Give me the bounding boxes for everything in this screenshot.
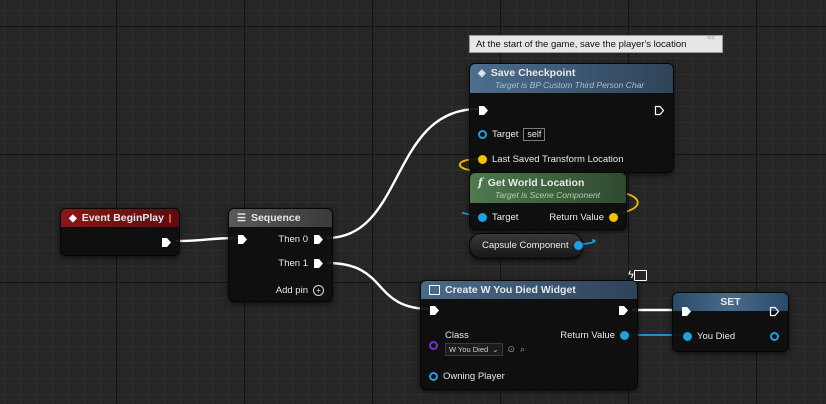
sequence-title: Sequence (250, 212, 301, 224)
save-checkpoint-exec-out-pin[interactable] (654, 105, 665, 116)
authority-only-icon: ϟ (628, 270, 647, 281)
save-checkpoint-subtitle: Target is BP Custom Third Person Char (495, 80, 645, 90)
create-widget-class-label-row: Class (445, 330, 469, 341)
save-checkpoint-target-row: Target self (478, 128, 546, 141)
target-pin[interactable] (478, 130, 487, 139)
location-in-pin[interactable] (478, 155, 487, 164)
gwl-return-label: Return Value (549, 212, 604, 223)
then1-label: Then 1 (278, 258, 308, 269)
save-checkpoint-location-row: Last Saved Transform Location (478, 154, 624, 165)
add-pin-icon: + (313, 285, 324, 296)
browse-search-icon[interactable]: ⌕ (520, 344, 526, 354)
chevron-down-icon: ⌄ (492, 345, 499, 354)
you-died-in-pin[interactable] (683, 332, 692, 341)
then0-label: Then 0 (278, 234, 308, 245)
use-selected-icon[interactable]: ⊙ (507, 344, 516, 354)
class-label: Class (445, 330, 469, 341)
location-label: Last Saved Transform Location (492, 154, 624, 165)
node-create-widget[interactable]: Create W You Died Widget Class W You Die… (420, 280, 638, 390)
then0-exec-pin[interactable] (313, 234, 324, 245)
gwl-target-label: Target (492, 212, 519, 223)
owning-player-pin[interactable] (429, 372, 438, 381)
gwl-target-pin[interactable] (478, 213, 487, 222)
sequence-then1-row: Then 1 (278, 258, 324, 269)
node-get-world-location[interactable]: f Get World Location Target is Scene Com… (469, 172, 627, 230)
class-dropdown-value: W You Died (449, 345, 489, 354)
create-widget-return-row: Return Value (560, 330, 629, 341)
exec-out-pin[interactable] (161, 237, 172, 248)
class-pin[interactable] (429, 341, 438, 350)
event-beginplay-header: ◆ Event BeginPlay (61, 209, 179, 227)
then1-exec-pin[interactable] (313, 258, 324, 269)
comment-text: At the start of the game, save the playe… (476, 38, 687, 50)
create-widget-exec-in-pin[interactable] (429, 305, 440, 316)
create-widget-owning-row: Owning Player (429, 371, 505, 382)
node-capsule-component[interactable]: Capsule Component (469, 233, 583, 259)
event-icon: ◆ (69, 212, 77, 224)
widget-icon (429, 285, 440, 295)
get-world-location-subtitle: Target is Scene Component (495, 190, 601, 200)
get-world-location-target-row: Target (478, 212, 518, 223)
create-widget-title: Create W You Died Widget (445, 284, 576, 296)
get-world-location-return-row: Return Value (549, 212, 618, 223)
add-pin-label: Add pin (275, 285, 308, 296)
you-died-label: You Died (697, 331, 736, 342)
gwl-return-pin[interactable] (609, 213, 618, 222)
get-world-location-title: Get World Location (487, 176, 585, 189)
get-world-location-header: f Get World Location Target is Scene Com… (470, 173, 626, 203)
node-comment[interactable]: At the start of the game, save the playe… (469, 35, 723, 53)
node-save-checkpoint[interactable]: ◈ Save Checkpoint Target is BP Custom Th… (469, 63, 674, 173)
wire-exec-then1-createwidget (326, 261, 432, 311)
set-exec-in-pin[interactable] (681, 306, 692, 317)
sequence-add-pin-button[interactable]: Add pin + (276, 285, 324, 296)
set-title: SET (720, 296, 741, 308)
delegate-pin-icon[interactable] (168, 213, 171, 223)
save-checkpoint-title: Save Checkpoint (490, 67, 576, 79)
target-self-field[interactable]: self (523, 128, 546, 141)
capsule-component-label: Capsule Component (482, 240, 569, 251)
sequence-icon: ☰ (237, 212, 246, 224)
save-checkpoint-exec-in-pin[interactable] (478, 105, 489, 116)
wire-exec-then0-savecheckpoint (326, 107, 479, 240)
owning-player-label: Owning Player (443, 371, 505, 382)
comment-collapse-icon[interactable]: << (707, 35, 716, 42)
set-var-row: You Died (683, 331, 735, 342)
you-died-out-pin[interactable] (770, 332, 779, 341)
node-set[interactable]: SET You Died (672, 292, 789, 352)
sequence-then0-row: Then 0 (278, 234, 324, 245)
target-label: Target (492, 129, 519, 140)
cw-return-label: Return Value (560, 330, 615, 341)
cw-return-pin[interactable] (620, 331, 629, 340)
function-icon: ◈ (478, 67, 486, 79)
sequence-exec-in-pin[interactable] (237, 234, 248, 245)
capsule-out-pin[interactable] (573, 241, 583, 250)
set-header: SET (673, 293, 788, 311)
node-event-beginplay[interactable]: ◆ Event BeginPlay (60, 208, 180, 256)
save-checkpoint-header: ◈ Save Checkpoint Target is BP Custom Th… (470, 64, 673, 93)
set-exec-out-pin[interactable] (769, 306, 780, 317)
event-beginplay-title: Event BeginPlay (81, 212, 164, 224)
sequence-header: ☰ Sequence (229, 209, 332, 227)
capsule-component-row: Capsule Component (482, 240, 583, 251)
pure-function-icon: f (478, 176, 483, 189)
create-widget-class-value-row: W You Died ⌄ ⊙ ⌕ (445, 343, 525, 356)
class-dropdown[interactable]: W You Died ⌄ (445, 343, 503, 356)
node-sequence[interactable]: ☰ Sequence Then 0 Then 1 Add pin + (228, 208, 333, 302)
create-widget-exec-out-pin[interactable] (618, 305, 629, 316)
create-widget-header: Create W You Died Widget (421, 281, 637, 299)
